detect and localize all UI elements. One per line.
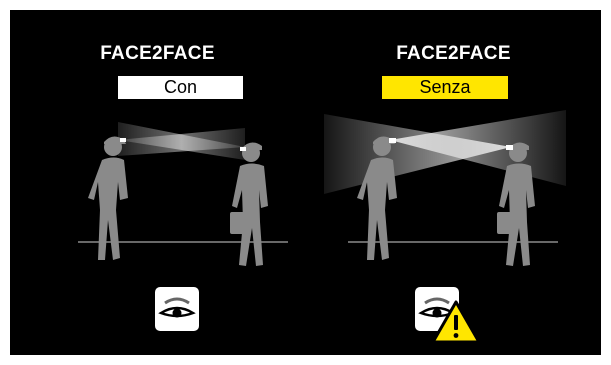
- light-emitter-right: [506, 145, 513, 150]
- panel-with-face2face: FACE2FACE Con: [10, 10, 305, 355]
- label-senza: Senza: [382, 76, 508, 99]
- warning-icon: [430, 298, 482, 346]
- label-con: Con: [118, 76, 243, 99]
- worker-right-figure: [230, 142, 268, 266]
- light-emitter-left: [389, 138, 396, 143]
- face2face-comparison: FACE2FACE Con: [10, 10, 601, 355]
- panel-title: FACE2FACE: [10, 43, 305, 65]
- eye-icon: [155, 287, 199, 331]
- panel-without-face2face: FACE2FACE Senza: [306, 10, 601, 355]
- light-emitter-right: [240, 147, 246, 151]
- light-emitter-left: [120, 138, 126, 142]
- eye-button[interactable]: [155, 287, 199, 331]
- panel-title: FACE2FACE: [306, 43, 601, 65]
